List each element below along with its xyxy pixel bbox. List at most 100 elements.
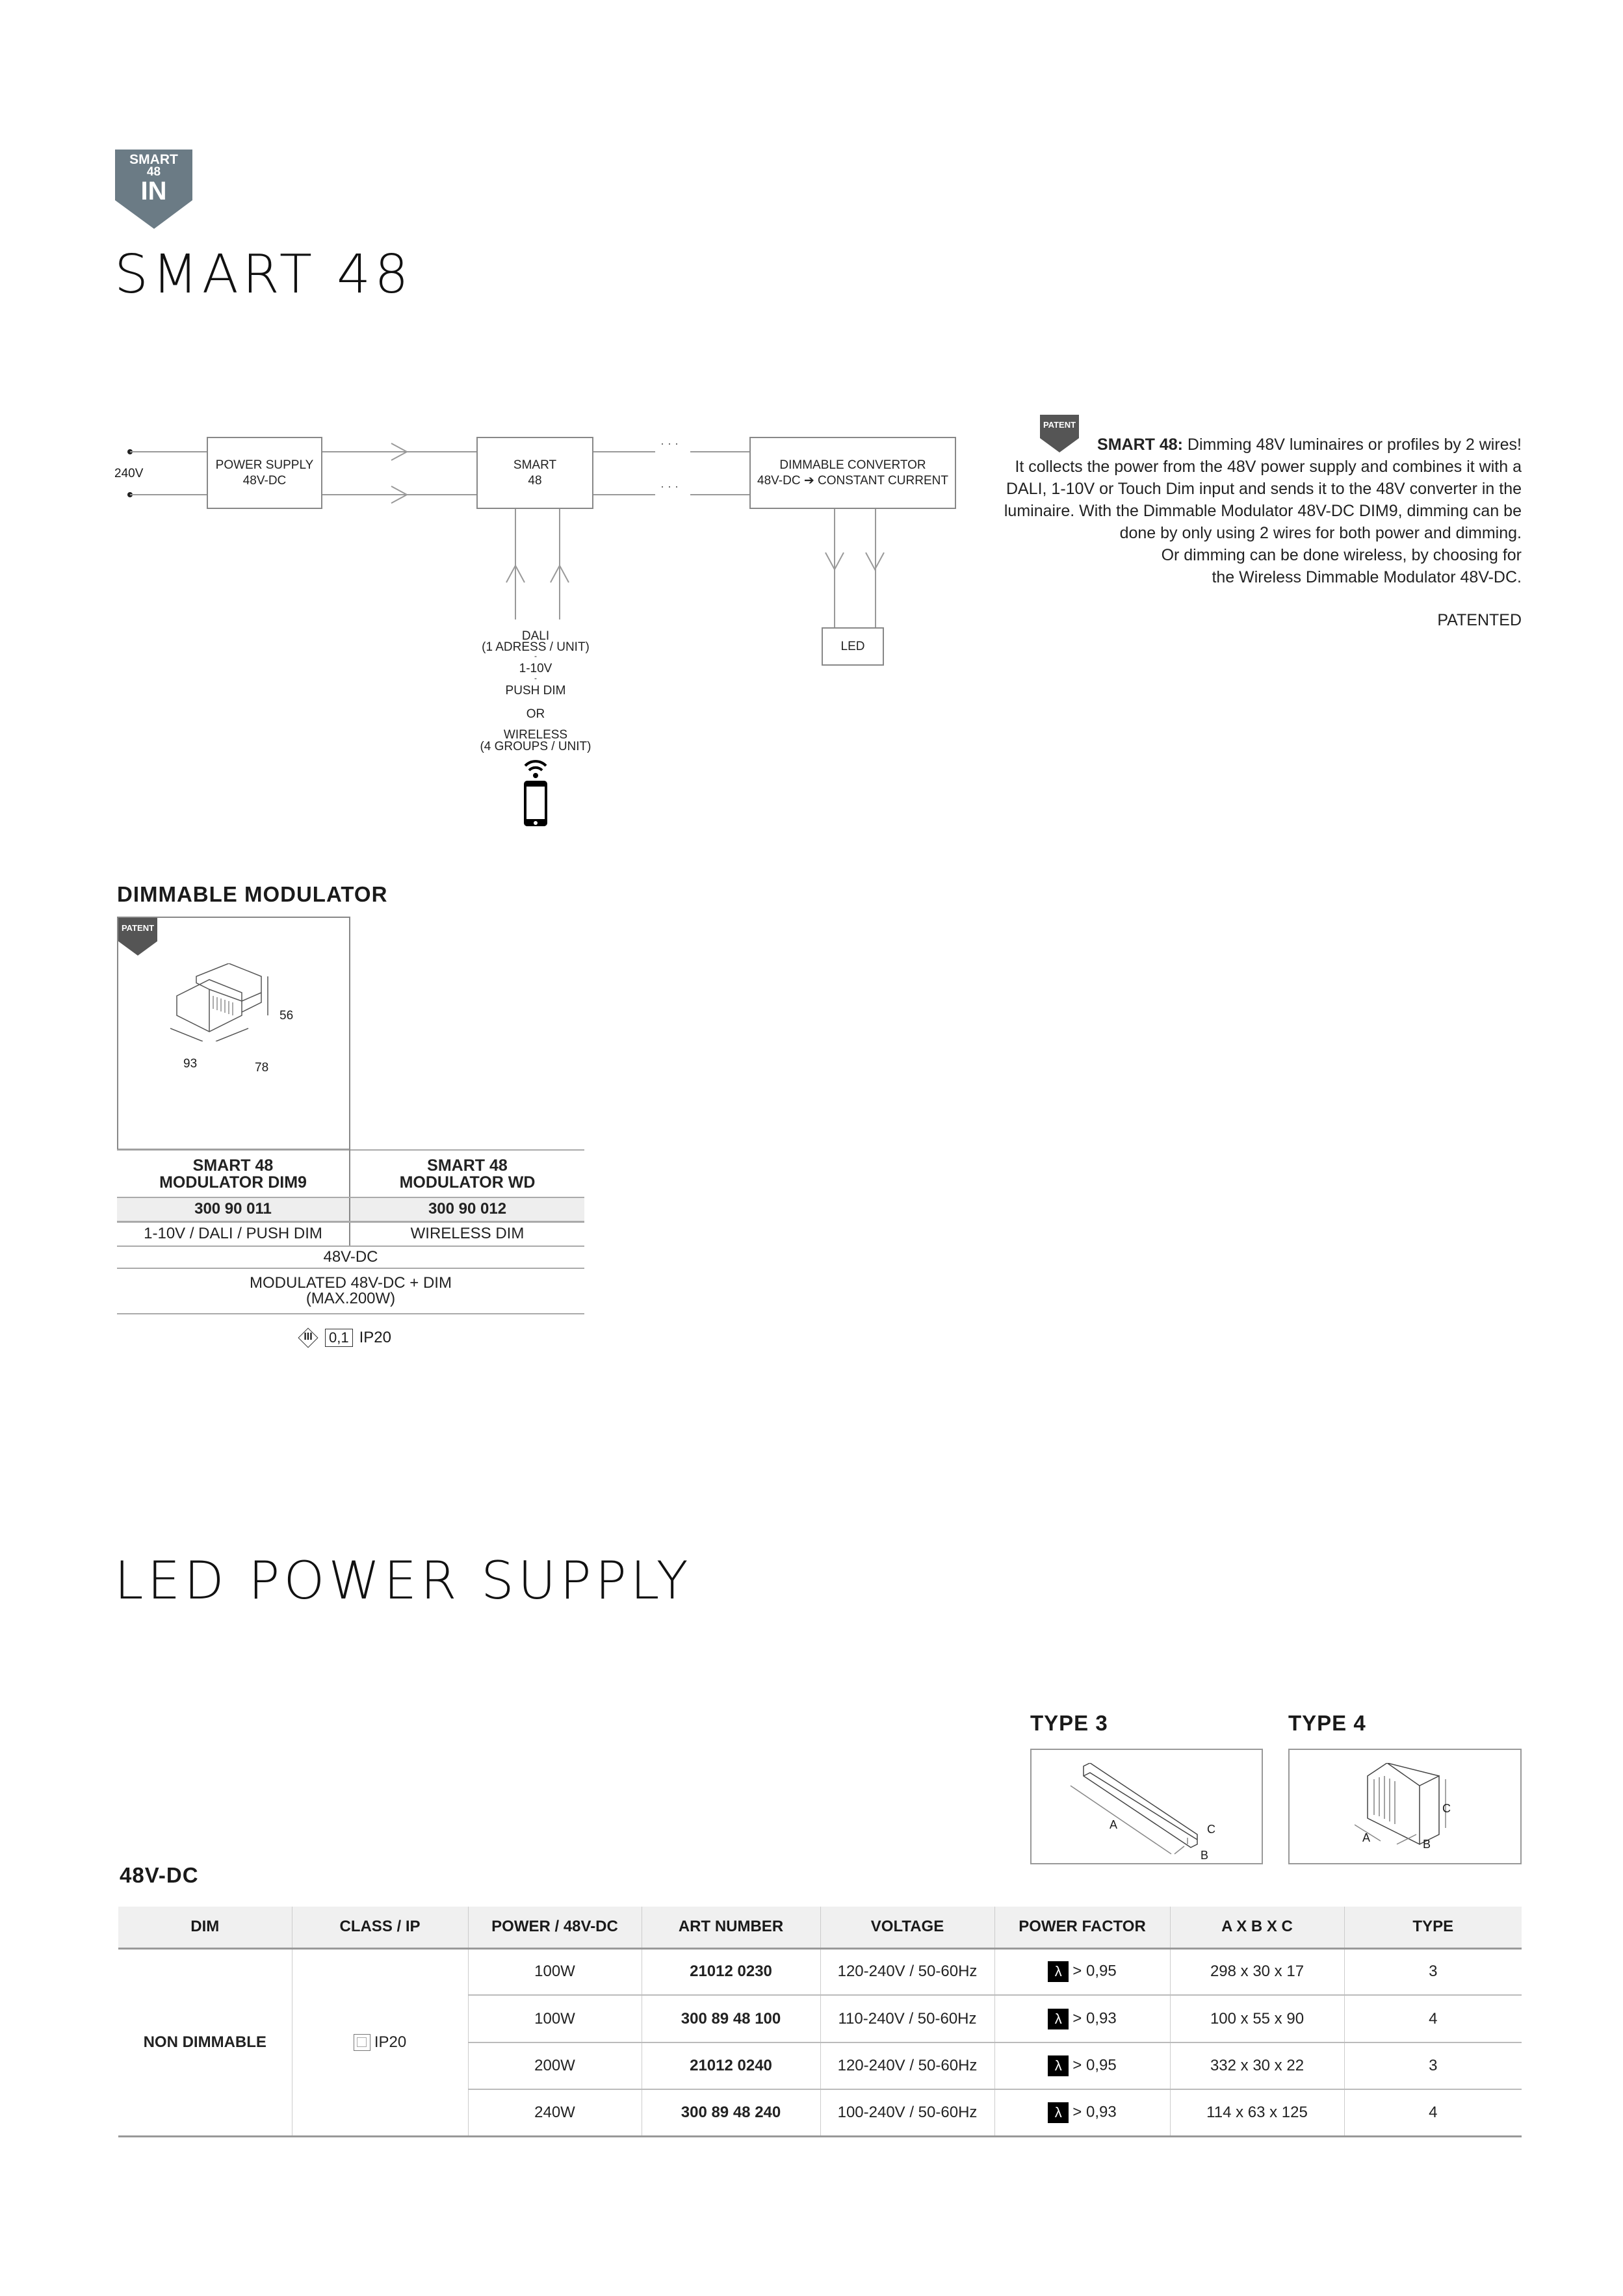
dimension-label: 56 [279, 1009, 294, 1023]
art-number: 300 90 011 [117, 1197, 350, 1222]
column-header: POWER / 48V-DC [468, 1907, 642, 1950]
pf-cell: λ> 0,95 [994, 2042, 1171, 2090]
patented-label: PATENTED [1437, 611, 1522, 629]
product-image: PATENT 56 93 78 [117, 917, 350, 1150]
input-label: (4 GROUPS / UNIT) [480, 740, 591, 753]
dims-cell: 332 x 30 x 22 [1170, 2042, 1345, 2090]
art-number: 300 90 012 [350, 1197, 584, 1222]
patent-badge-icon: PATENT [1040, 415, 1079, 452]
type-cell: 4 [1344, 2089, 1522, 2137]
svg-text:PATENT: PATENT [1043, 420, 1076, 430]
description-lead: SMART 48: [1097, 436, 1183, 454]
dim-cell: NON DIMMABLE [118, 1948, 292, 2137]
description-line: Dimming 48V luminaires or profiles by 2 … [1182, 436, 1522, 454]
control-type: 1-10V / DALI / PUSH DIM [117, 1221, 350, 1247]
type4-heading: TYPE 4 [1288, 1711, 1366, 1735]
voltage-cell: 100-240V / 50-60Hz [820, 2089, 995, 2137]
column-header: POWER FACTOR [994, 1907, 1171, 1950]
separator: - [534, 651, 537, 660]
type3-image: A C B [1030, 1749, 1263, 1864]
description-line: DALI, 1-10V or Touch Dim input and sends… [1006, 480, 1522, 498]
lambda-icon: λ [1048, 2055, 1069, 2076]
psu-table: DIM CLASS / IP POWER / 48V-DC ART NUMBER… [118, 1907, 1522, 2137]
pf-cell: λ> 0,93 [994, 2089, 1171, 2137]
dimension-label: B [1423, 1838, 1431, 1851]
wifi-icon [524, 760, 547, 778]
table-row: 240W 300 89 48 240 100-240V / 50-60Hz λ>… [118, 2089, 1522, 2137]
column-header: CLASS / IP [292, 1907, 469, 1950]
modulator-drawing [170, 963, 268, 1041]
table-header: DIM CLASS / IP POWER / 48V-DC ART NUMBER… [118, 1907, 1522, 1950]
column-header: VOLTAGE [820, 1907, 995, 1950]
voltage-cell: 110-240V / 50-60Hz [820, 1995, 995, 2043]
arrow-down-icon [825, 552, 885, 571]
badge-line: 48 [146, 165, 161, 179]
dimension-label: 93 [183, 1057, 198, 1071]
description-line: luminaire. With the Dimmable Modulator 4… [1004, 502, 1522, 520]
input-voltage-label: 240V [114, 467, 144, 480]
arrow-up-icon [506, 564, 569, 583]
certification-icons: III 0,1 IP20 [298, 1327, 391, 1348]
column-header: ART NUMBER [642, 1907, 821, 1950]
control-type: WIRELESS DIM [350, 1221, 584, 1247]
dims-cell: 100 x 55 x 90 [1170, 1995, 1345, 2043]
lambda-icon: λ [1048, 2102, 1069, 2123]
product-name: SMART 48 [427, 1156, 508, 1175]
section-title: LED POWER SUPPLY [114, 1550, 692, 1611]
input-label: 1-10V [519, 662, 552, 675]
dims-cell: 114 x 63 x 125 [1170, 2089, 1345, 2137]
ip-rating: IP20 [374, 2033, 407, 2051]
table-row: NON DIMMABLE IP20 100W 21012 0230 120-24… [118, 1948, 1522, 2137]
type-cell: 4 [1344, 1995, 1522, 2043]
class-iii-icon: III [298, 1327, 318, 1348]
column-header: TYPE [1344, 1907, 1522, 1950]
description-line: It collects the power from the 48V power… [1015, 458, 1522, 476]
patent-badge-icon: PATENT [118, 918, 157, 956]
column-header: A X B X C [1170, 1907, 1345, 1950]
pf-cell: λ> 0,93 [994, 1995, 1171, 2043]
lambda-icon: λ [1048, 2008, 1069, 2029]
subtitle: 48V-DC [120, 1863, 199, 1887]
dimension-label: B [1201, 1849, 1209, 1860]
power-cell: 240W [468, 2089, 642, 2137]
class-ii-icon [353, 2034, 370, 2052]
dimension-label: 78 [255, 1061, 269, 1075]
column-header: DIM [118, 1907, 292, 1950]
art-cell: 21012 0230 [642, 1948, 821, 1996]
type3-heading: TYPE 3 [1030, 1711, 1108, 1735]
description-line: Or dimming can be done wireless, by choo… [1161, 546, 1522, 564]
output-spec: MODULATED 48V-DC + DIM [250, 1274, 452, 1292]
ip-rating: IP20 [359, 1329, 391, 1346]
type4-image: A B C [1288, 1749, 1522, 1864]
art-cell: 300 89 48 100 [642, 1995, 821, 2043]
product-name: SMART 48 [192, 1156, 274, 1175]
arrow-right-icon [391, 443, 409, 504]
separator: - [534, 673, 537, 683]
page-title: SMART 48 [114, 244, 413, 306]
power-cell: 200W [468, 2042, 642, 2090]
description-line: the Wireless Dimmable Modulator 48V-DC. [1212, 568, 1522, 586]
description-line: done by only using 2 wires for both powe… [1119, 524, 1522, 542]
badge-shape-icon [115, 150, 192, 229]
smartphone-icon [524, 781, 547, 826]
art-cell: 21012 0240 [642, 2042, 821, 2090]
fuse-rating-icon: 0,1 [325, 1329, 353, 1347]
input-label: OR [526, 707, 545, 721]
led-box: LED [822, 627, 884, 666]
input-label: DALI [521, 629, 550, 643]
input-label: PUSH DIM [505, 684, 566, 698]
product-name: MODULATOR DIM9 [159, 1173, 307, 1192]
badge-line: IN [140, 177, 167, 205]
smart48-in-badge: SMART 48 IN [115, 150, 192, 229]
output-spec: (MAX.200W) [305, 1290, 396, 1307]
table-row: 200W 21012 0240 120-240V / 50-60Hz λ> 0,… [118, 2042, 1522, 2090]
power-cell: 100W [468, 1995, 642, 2043]
description: SMART 48: Dimming 48V luminaires or prof… [989, 434, 1522, 631]
input-label: (1 ADRESS / UNIT) [482, 640, 590, 654]
dimension-label: C [1442, 1802, 1451, 1815]
svg-text:PATENT: PATENT [122, 923, 154, 933]
input-label: WIRELESS [503, 728, 568, 742]
